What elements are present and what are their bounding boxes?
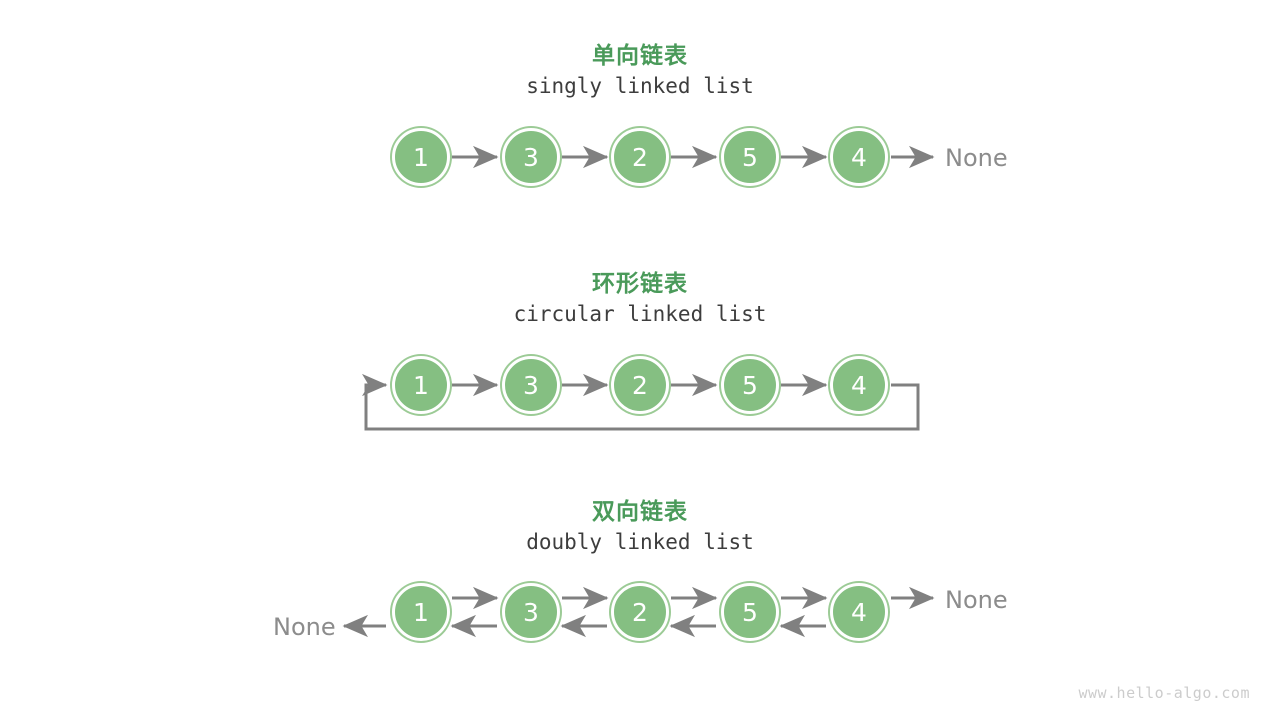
list-node: 3 bbox=[502, 128, 560, 186]
section-title-cn-circular: 环形链表 bbox=[592, 271, 688, 297]
section-title-en-singly: singly linked list bbox=[526, 74, 754, 98]
tail-none-label-doubly: None bbox=[945, 586, 1008, 614]
list-node: 4 bbox=[830, 128, 888, 186]
list-node: 1 bbox=[392, 583, 450, 641]
list-node: 3 bbox=[502, 583, 560, 641]
list-node: 1 bbox=[392, 356, 450, 414]
list-node: 2 bbox=[611, 356, 669, 414]
list-node: 5 bbox=[721, 583, 779, 641]
head-none-label-doubly: None bbox=[273, 613, 336, 641]
list-node: 2 bbox=[611, 583, 669, 641]
list-node: 5 bbox=[721, 128, 779, 186]
section-title-en-circular: circular linked list bbox=[513, 302, 767, 326]
tail-none-label-singly: None bbox=[945, 144, 1008, 172]
section-title-cn-doubly: 双向链表 bbox=[592, 499, 688, 525]
list-node: 4 bbox=[830, 583, 888, 641]
list-node: 4 bbox=[830, 356, 888, 414]
section-title-en-doubly: doubly linked list bbox=[526, 530, 754, 554]
section-title-cn-singly: 单向链表 bbox=[592, 43, 688, 69]
list-node: 1 bbox=[392, 128, 450, 186]
list-node: 5 bbox=[721, 356, 779, 414]
watermark: www.hello-algo.com bbox=[1078, 684, 1250, 702]
list-node: 2 bbox=[611, 128, 669, 186]
list-node: 3 bbox=[502, 356, 560, 414]
